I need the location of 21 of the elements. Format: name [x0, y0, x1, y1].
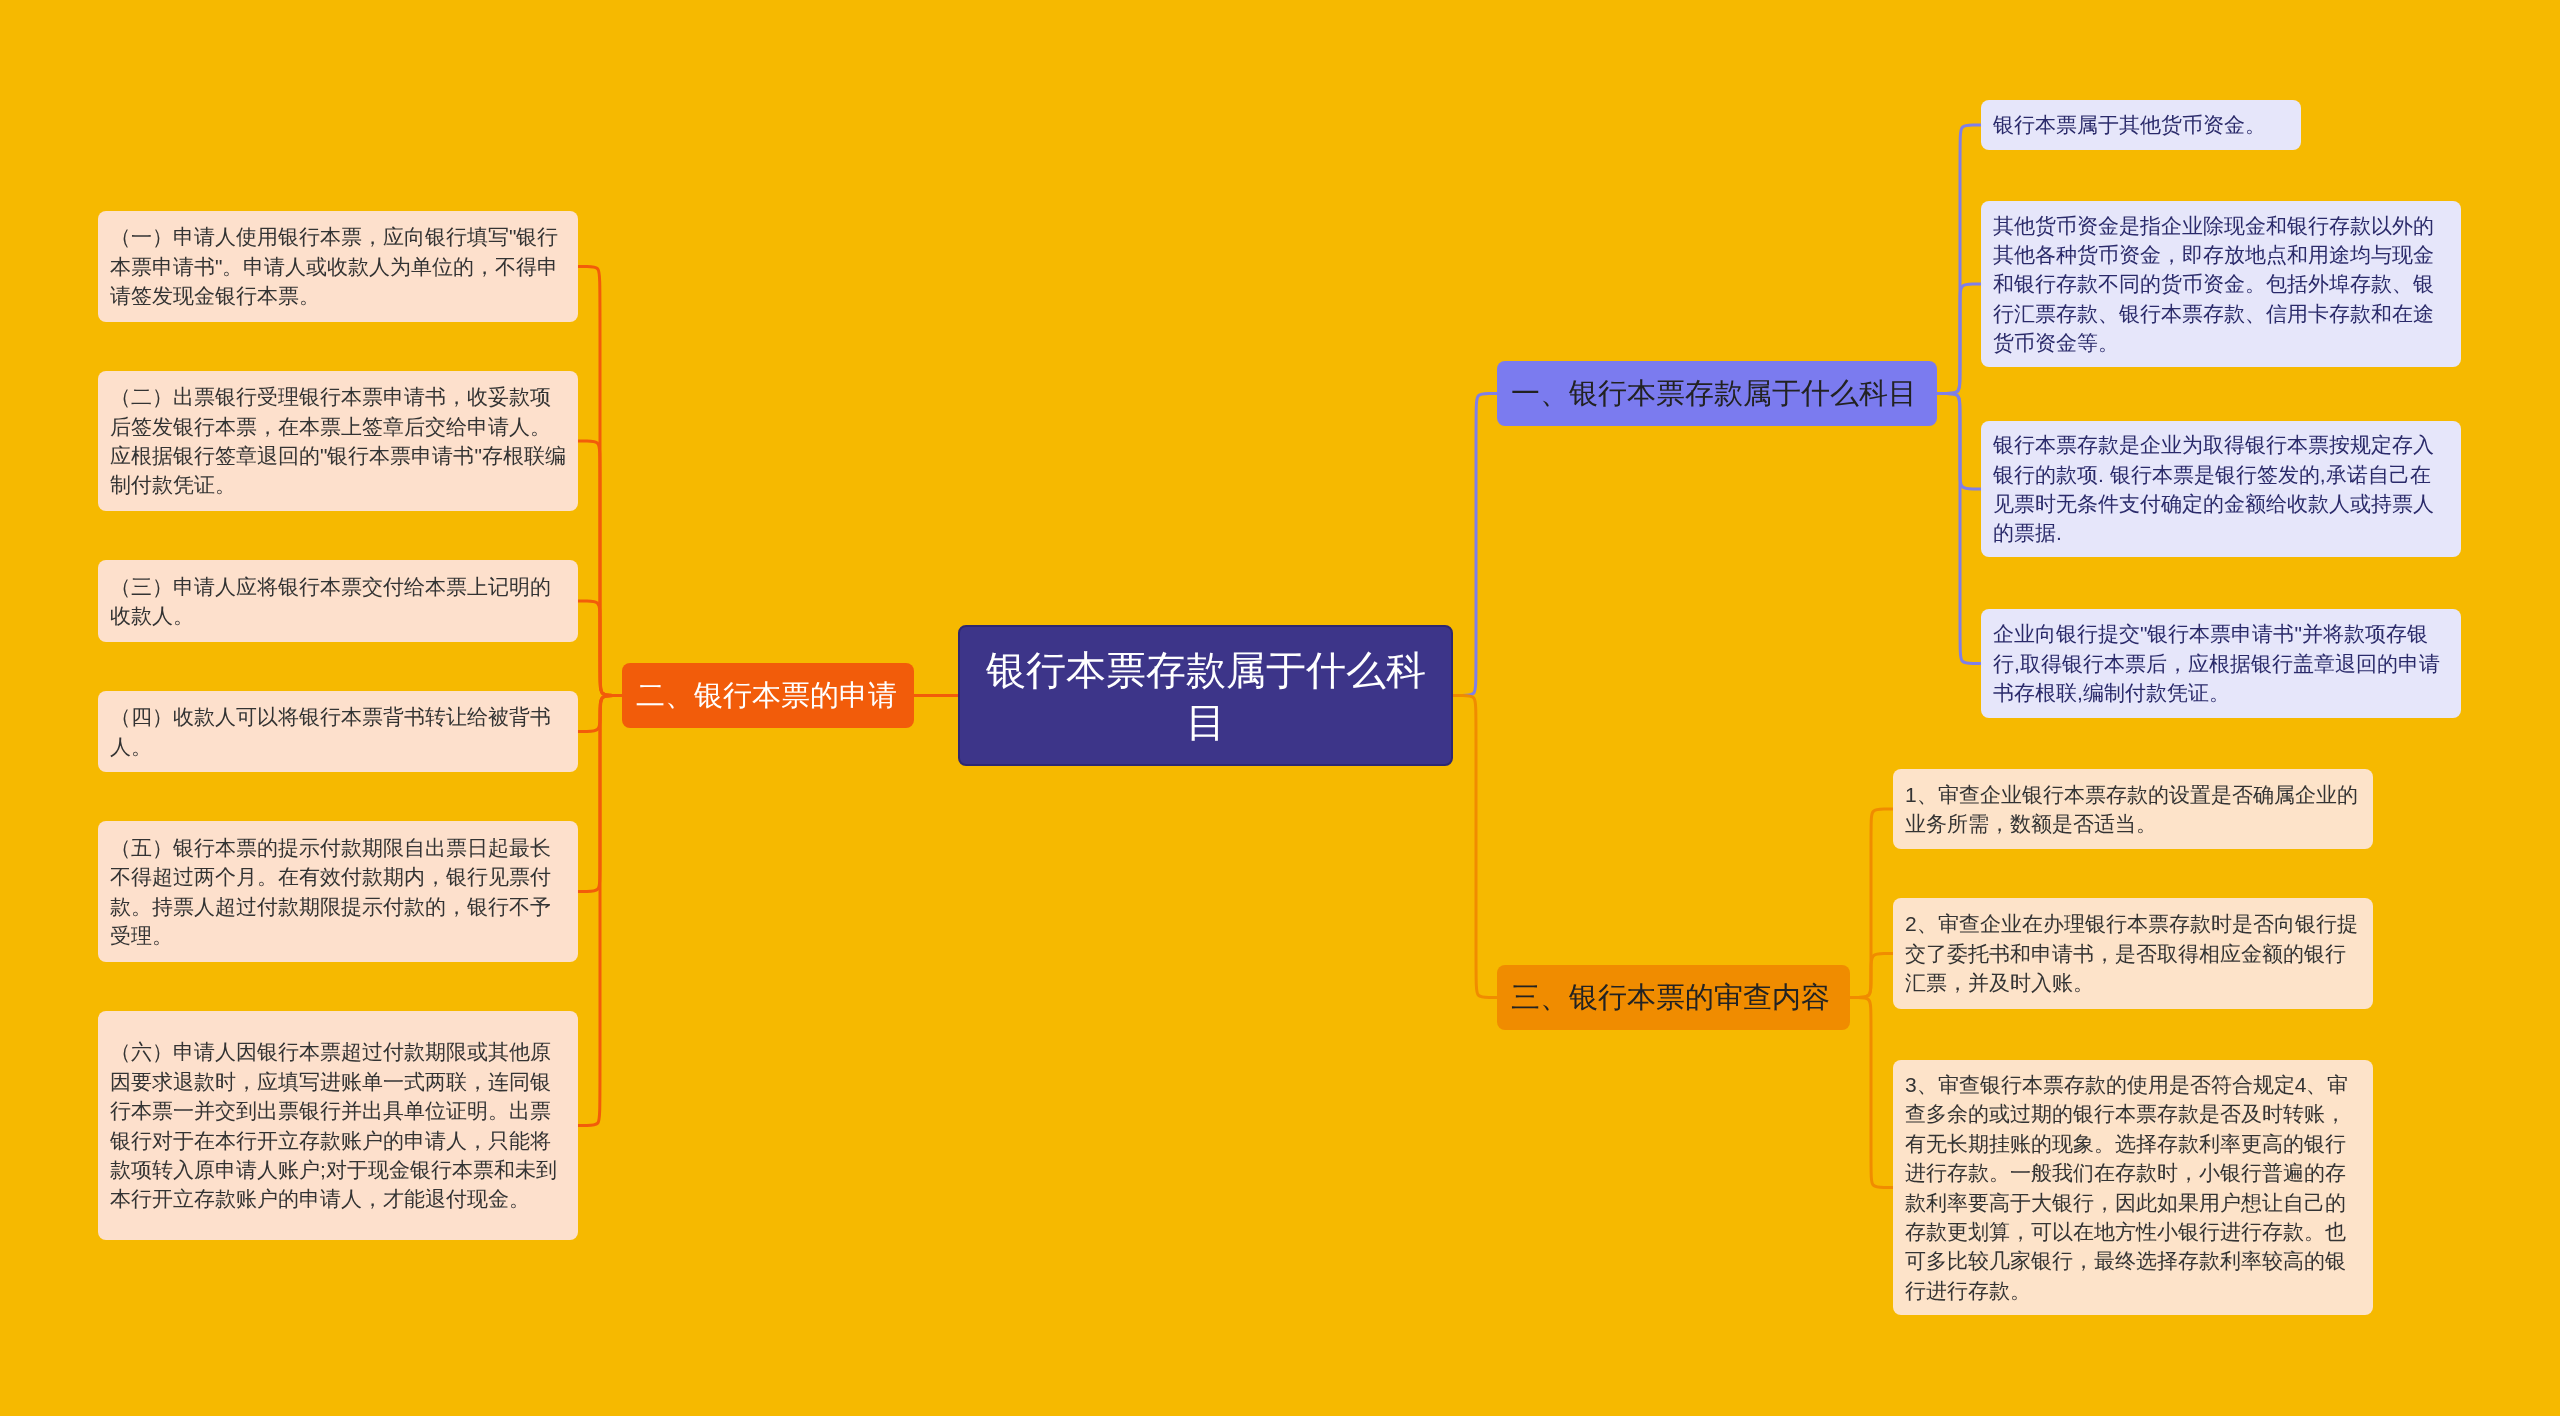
detail-box: 银行本票存款是企业为取得银行本票按规定存入银行的款项. 银行本票是银行签发的,承诺自己在见票时无条件支付确定的金额给收款人或持票人的票据.	[1981, 421, 2461, 557]
detail-box: （五）银行本票的提示付款期限自出票日起最长不得超过两个月。在有效付款期内，银行见票付款。持票人超过付款期限提示付款的，银行不予受理。	[98, 821, 578, 962]
detail-box: 2、审查企业在办理银行本票存款时是否向银行提交了委托书和申请书，是否取得相应金额的银行汇票，并及时入账。	[1893, 898, 2373, 1009]
branch-topic-box: 三、银行本票的审查内容	[1497, 965, 1850, 1030]
connector-line	[1453, 694, 1498, 999]
root-topic-box: 银行本票存款属于什么科目	[958, 625, 1453, 766]
branch-topic-box: 一、银行本票存款属于什么科目	[1497, 361, 1937, 426]
detail-box: 其他货币资金是指企业除现金和银行存款以外的其他各种货币资金，即存放地点和用途均与现金和银行存款不同的货币资金。包括外埠存款、银行汇票存款、银行本票存款、信用卡存款和在途货币资金等。	[1981, 201, 2461, 367]
detail-box: （四）收款人可以将银行本票背书转让给被背书人。	[98, 691, 578, 772]
detail-box: 银行本票属于其他货币资金。	[1981, 100, 2301, 150]
detail-box: （一）申请人使用银行本票，应向银行填写"银行本票申请书"。申请人或收款人为单位的，不得申请签发现金银行本票。	[98, 211, 578, 322]
detail-box: 企业向银行提交"银行本票申请书"并将款项存银行,取得银行本票后，应根据银行盖章退回的申请书存根联,编制付款凭证。	[1981, 609, 2461, 718]
detail-box: （二）出票银行受理银行本票申请书，收妥款项后签发银行本票，在本票上签章后交给申请人。应根据银行签章退回的"银行本票申请书"存根联编制付款凭证。	[98, 371, 578, 511]
connector-line	[1849, 996, 1894, 1189]
connector-line	[914, 694, 958, 697]
detail-box: 1、审查企业银行本票存款的设置是否确属企业的业务所需，数额是否适当。	[1893, 769, 2373, 849]
detail-box: 3、审查银行本票存款的使用是否符合规定4、审查多余的或过期的银行本票存款是否及时转账，有无长期挂账的现象。选择存款利率更高的银行进行存款。一般我们在存款时，小银行普遍的存款利率要高于大银行，因此如果用户想让自己的存款更划算，可以在地方性小银行进行存款。也可多比较几家银行，最终选择存款利率较高的银行进行存款。	[1893, 1060, 2373, 1315]
branch-topic-box: 二、银行本票的申请	[622, 663, 914, 728]
detail-box: （三）申请人应将银行本票交付给本票上记明的收款人。	[98, 560, 578, 642]
detail-box: （六）申请人因银行本票超过付款期限或其他原因要求退款时，应填写进账单一式两联，连同银行本票一并交到出票银行并出具单位证明。出票银行对于在本行开立存款账户的申请人，只能将款项转入原申请人账户;对于现金银行本票和未到本行开立存款账户的申请人，才能退付现金。	[98, 1011, 578, 1240]
connector-line	[1937, 392, 1982, 665]
